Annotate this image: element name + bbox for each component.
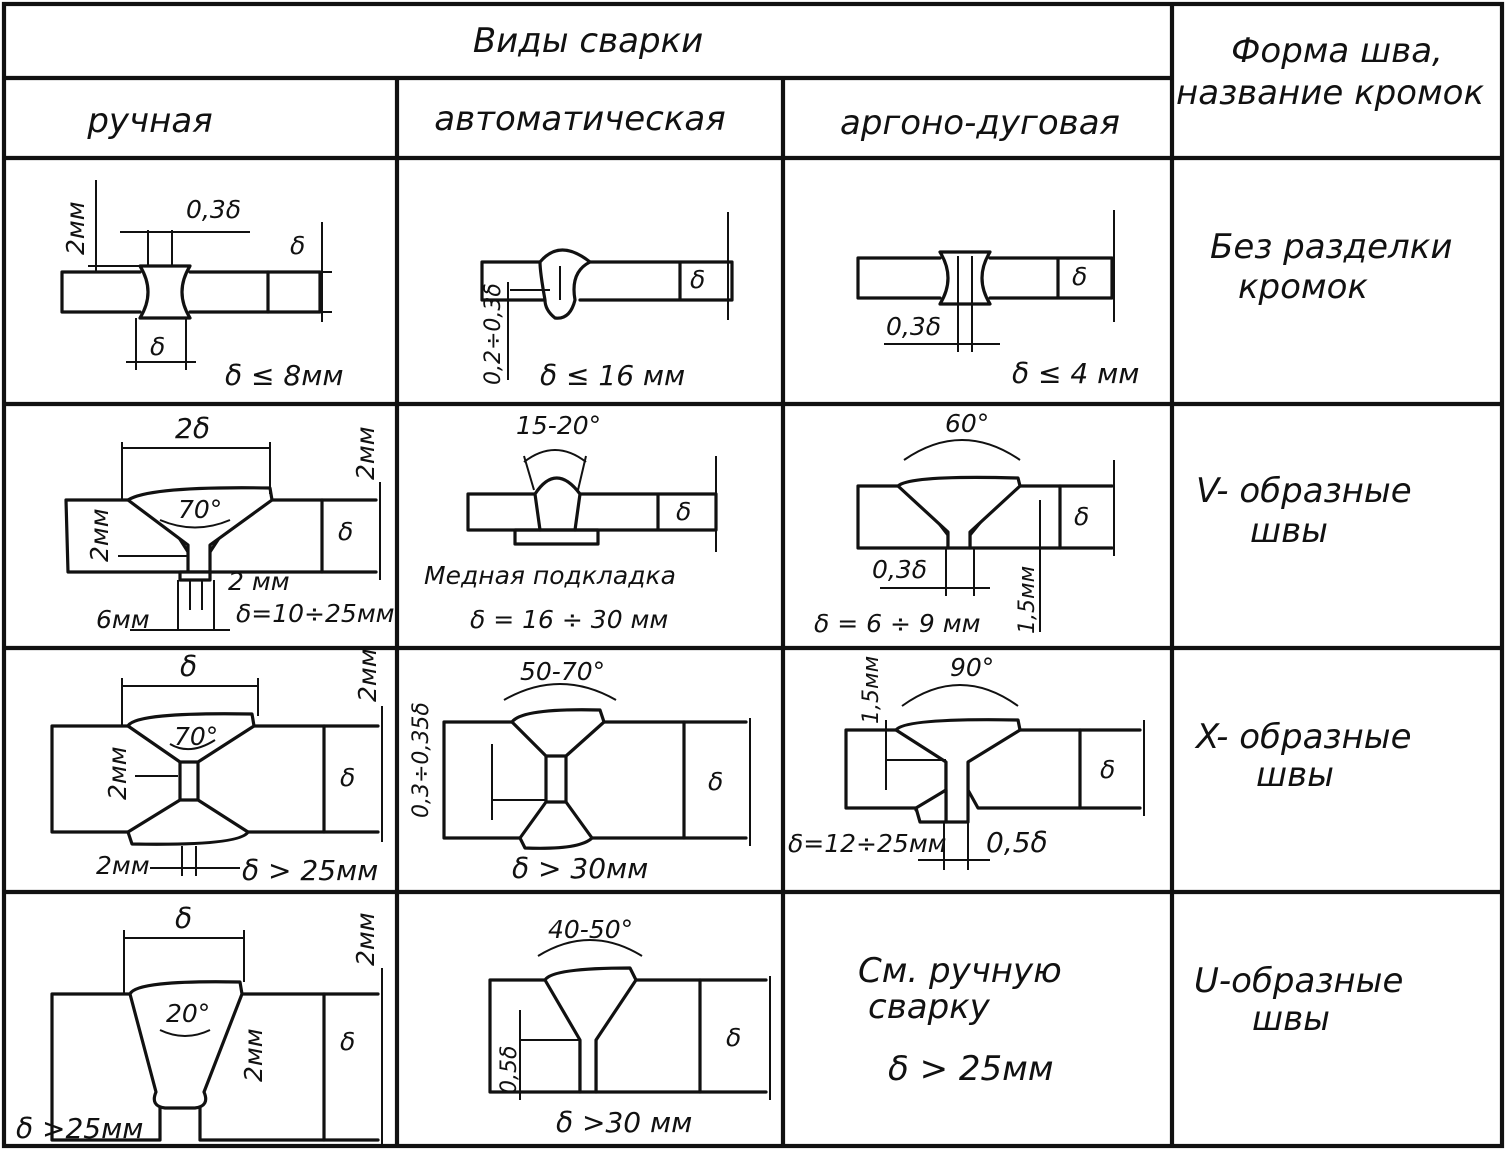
- r1-shape-line2: кромок: [1238, 267, 1368, 307]
- r1-manual-d-lower: δ: [150, 332, 165, 361]
- r3-manual-dim-top: 2мм: [353, 648, 382, 702]
- header-title: Виды сварки: [473, 21, 703, 61]
- header-shape-line1: Форма шва,: [1231, 31, 1443, 71]
- r3-argon-d: δ: [1100, 755, 1115, 784]
- r3-shape-line2: швы: [1256, 755, 1334, 795]
- r2-manual-cond: δ=10÷25мм: [236, 599, 395, 628]
- r4-argon-note-line2: сварку: [868, 987, 991, 1027]
- r3-manual-d: δ: [340, 763, 355, 792]
- row1-auto-drawing: [480, 212, 734, 380]
- r4-auto-dim: 0,5δ: [497, 1046, 522, 1094]
- r2-auto-backing: Медная подкладка: [424, 561, 676, 590]
- r1-manual-cond: δ ≤ 8мм: [225, 359, 343, 392]
- r2-manual-dim-root: 6мм: [96, 605, 150, 634]
- r1-manual-d: δ: [290, 231, 305, 260]
- r3-manual-dim-left: 2мм: [103, 746, 132, 800]
- r3-shape-line1: X- образные: [1194, 717, 1412, 757]
- r3-auto-angle: 50-70°: [520, 657, 605, 686]
- r1-auto-cond: δ ≤ 16 мм: [540, 359, 685, 392]
- col-argon: аргоно-дуговая: [840, 103, 1120, 143]
- r4-auto-angle: 40-50°: [548, 915, 633, 944]
- r1-shape-line1: Без разделки: [1210, 227, 1452, 267]
- r4-shape-line1: U-образные: [1194, 961, 1403, 1001]
- row4-manual-drawing: [50, 930, 383, 1148]
- col-manual: ручная: [86, 101, 212, 141]
- r4-auto-d: δ: [726, 1023, 741, 1052]
- r3-manual-width: δ: [180, 650, 197, 683]
- row2-argon-drawing: [856, 439, 1115, 632]
- r2-shape-line1: V- образные: [1196, 471, 1412, 511]
- r2-manual-angle: 70°: [178, 495, 222, 524]
- row4-auto-drawing: [488, 939, 771, 1100]
- r3-auto-cond: δ > 30мм: [512, 852, 648, 885]
- r3-manual-angle: 70°: [174, 722, 218, 751]
- header-shape-line2: название кромок: [1176, 73, 1484, 113]
- r2-auto-angle: 15-20°: [516, 411, 601, 440]
- r2-argon-dim: 1,5мм: [1015, 566, 1040, 634]
- row3-auto-drawing: [442, 683, 751, 850]
- r2-shape-line2: швы: [1250, 511, 1328, 551]
- r4-manual-dim-top: 2мм: [351, 912, 380, 966]
- r2-argon-gap: 0,3δ: [872, 555, 927, 584]
- r4-manual-cond: δ >25мм: [16, 1112, 143, 1145]
- r2-argon-cond: δ = 6 ÷ 9 мм: [814, 609, 980, 638]
- r1-argon-cond: δ ≤ 4 мм: [1012, 357, 1139, 390]
- r1-manual-gap: 0,3δ: [186, 195, 241, 224]
- r4-manual-width: δ: [175, 902, 192, 935]
- r3-auto-d: δ: [708, 767, 723, 796]
- row2-manual-drawing: [64, 442, 381, 631]
- r4-auto-cond: δ >30 мм: [556, 1106, 692, 1139]
- r2-manual-dim-left: 2мм: [85, 508, 114, 562]
- r4-argon-cond: δ > 25мм: [888, 1049, 1053, 1089]
- r2-auto-d: δ: [676, 497, 691, 526]
- r4-argon-note-line1: См. ручную: [858, 951, 1062, 991]
- r1-manual-dim: 2мм: [61, 201, 90, 255]
- r3-argon-cond: δ=12÷25мм: [788, 829, 947, 858]
- row3-manual-drawing: [50, 678, 383, 876]
- r4-manual-angle: 20°: [166, 999, 210, 1028]
- r3-argon-dim: 1,5мм: [859, 656, 884, 724]
- r4-manual-dim-root: 2мм: [239, 1028, 268, 1082]
- r3-argon-angle: 90°: [950, 653, 994, 682]
- r4-shape-line2: швы: [1252, 999, 1330, 1039]
- r2-argon-angle: 60°: [945, 409, 989, 438]
- r2-manual-d: δ: [338, 517, 353, 546]
- row2-auto-drawing: [466, 449, 718, 552]
- col-automatic: автоматическая: [434, 99, 725, 139]
- r3-argon-gap: 0,5δ: [986, 826, 1048, 859]
- r2-manual-width: 2δ: [175, 412, 210, 445]
- r4-manual-d: δ: [340, 1027, 355, 1056]
- r2-argon-d: δ: [1074, 502, 1089, 531]
- r2-manual-dim-right: 2мм: [351, 426, 380, 480]
- r3-auto-dim: 0,3÷0,35δ: [409, 702, 434, 818]
- r3-manual-cond: δ > 25мм: [242, 854, 378, 887]
- r1-argon-d: δ: [1072, 262, 1087, 291]
- r3-manual-dim-bottom: 2мм: [96, 851, 150, 880]
- r2-manual-dim-gap: 2 мм: [228, 567, 290, 596]
- row1-manual-drawing: [60, 180, 332, 370]
- r1-auto-dim: 0,2÷0,3δ: [481, 283, 506, 385]
- r2-auto-cond: δ = 16 ÷ 30 мм: [470, 605, 668, 634]
- r1-argon-gap: 0,3δ: [886, 312, 941, 341]
- r1-auto-d: δ: [690, 265, 705, 294]
- row1-argon-drawing: [856, 210, 1115, 352]
- row3-argon-drawing: [844, 684, 1145, 870]
